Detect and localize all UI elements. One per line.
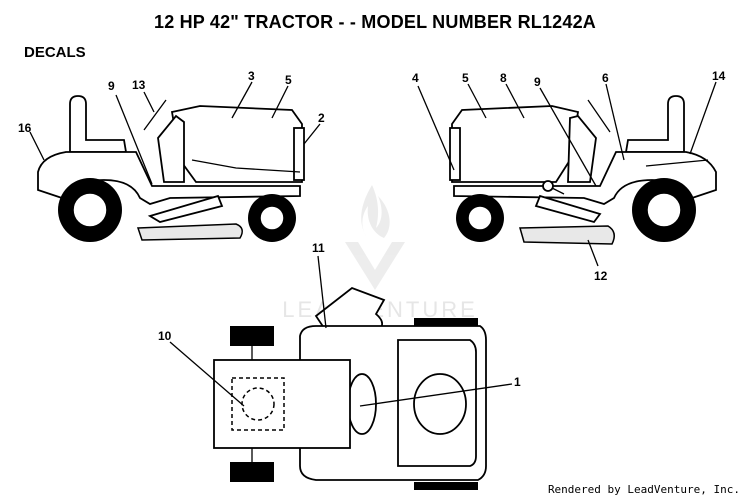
- callout-2: 2: [318, 111, 325, 125]
- tractor-right-side-view: 4 5 8 9 6 14 12: [412, 69, 726, 283]
- callout-9-left: 9: [108, 79, 115, 93]
- callout-12: 12: [594, 269, 608, 283]
- section-label: DECALS: [24, 44, 86, 61]
- callout-10: 10: [158, 329, 172, 343]
- callout-14: 14: [712, 69, 726, 83]
- callout-6: 6: [602, 71, 609, 85]
- credit-text: Rendered by LeadVenture, Inc.: [547, 483, 740, 496]
- callout-5-right: 5: [462, 71, 469, 85]
- callout-13: 13: [132, 78, 146, 92]
- callout-4: 4: [412, 71, 419, 85]
- callout-9-right: 9: [534, 75, 541, 89]
- callout-5-left: 5: [285, 73, 292, 87]
- tractor-left-side-view: 16 9 13 3 5 2: [18, 69, 325, 242]
- callout-16: 16: [18, 121, 32, 135]
- tractor-top-view: 11 10 1: [158, 241, 521, 490]
- callout-3: 3: [248, 69, 255, 83]
- page-title: 12 HP 42" TRACTOR - - MODEL NUMBER RL124…: [153, 12, 597, 32]
- callout-1: 1: [514, 375, 521, 389]
- callout-8: 8: [500, 71, 507, 85]
- callout-11: 11: [312, 241, 325, 255]
